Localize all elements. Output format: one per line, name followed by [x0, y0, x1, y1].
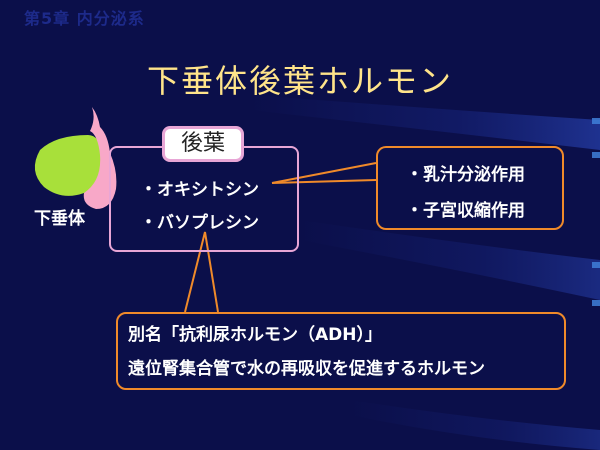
organ-label: 下垂体 [34, 209, 85, 229]
edge-mark [592, 300, 600, 306]
posterior-lobe-tag: 後葉 [162, 126, 244, 162]
page-title: 下垂体後葉ホルモン [146, 62, 453, 100]
posterior-lobe-shape [83, 107, 117, 209]
pituitary-gland-illustration [34, 107, 117, 209]
breadcrumb: 第5章 内分泌系 [24, 9, 145, 28]
notes-box [116, 312, 566, 390]
hormone-vasopressin: ・バソプレシン [140, 213, 259, 233]
note-function: 遠位腎集合管で水の再吸収を促進するホルモン [128, 359, 485, 379]
edge-mark [592, 118, 600, 124]
edge-mark [592, 152, 600, 158]
hormone-oxytocin: ・オキシトシン [140, 180, 259, 200]
anterior-lobe-shape [34, 135, 103, 196]
edge-mark [592, 262, 600, 268]
function-lactation: ・乳汁分泌作用 [406, 165, 525, 185]
functions-box [376, 146, 564, 230]
function-uterine-contraction: ・子宮収縮作用 [406, 201, 525, 221]
note-alias: 別名「抗利尿ホルモン（ADH）」 [128, 325, 382, 345]
